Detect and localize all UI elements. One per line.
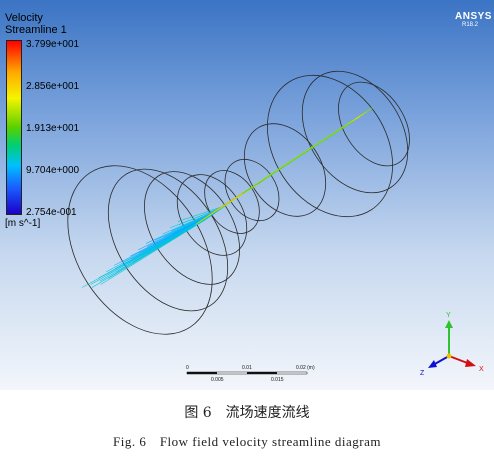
streamline bbox=[91, 219, 205, 288]
figure-caption-english: Fig. 6 Flow field velocity streamline di… bbox=[112, 434, 381, 449]
scale-label-0005: 0.005 bbox=[211, 377, 224, 383]
streamline bbox=[162, 207, 223, 235]
wireframe-ring-right-2 bbox=[301, 70, 409, 194]
triad-x-label: X bbox=[479, 366, 484, 373]
wireframe-ring-throat-3 bbox=[224, 158, 280, 222]
streamline bbox=[106, 216, 210, 273]
figure-caption-chinese: 图 6 流场速度流线 bbox=[184, 405, 310, 421]
ansys-logo: ANSYS bbox=[455, 11, 492, 22]
legend-unit: [m s^-1] bbox=[5, 218, 41, 229]
streamline bbox=[145, 210, 219, 244]
triad-y-label: Y bbox=[446, 312, 451, 319]
wireframe-ring-right-3 bbox=[338, 81, 410, 167]
wireframe-ring-right-1 bbox=[266, 74, 394, 218]
wireframe-ring-left-3 bbox=[144, 171, 240, 285]
ansys-version: R18.2 bbox=[462, 22, 479, 28]
legend-value-min: 2.754e-001 bbox=[26, 207, 77, 218]
scale-bar: 0 0.01 0.02 (m) 0.005 0.015 bbox=[186, 365, 315, 383]
streamline bbox=[81, 220, 204, 288]
streamline bbox=[195, 187, 253, 225]
legend-value-2: 2.856e+001 bbox=[26, 81, 80, 92]
legend-value-3: 1.913e+001 bbox=[26, 123, 80, 134]
scale-label-0015: 0.015 bbox=[271, 377, 284, 383]
streamline bbox=[242, 123, 350, 195]
streamline-scene: 0 0.01 0.02 (m) 0.005 0.015 Y X Z bbox=[67, 70, 484, 383]
streamline bbox=[130, 212, 215, 257]
streamline bbox=[170, 206, 225, 229]
scale-label-002: 0.02 (m) bbox=[296, 365, 315, 371]
wireframe-ring-throat-2 bbox=[204, 170, 260, 234]
streamline bbox=[113, 215, 212, 266]
cfd-viewport: 0 0.01 0.02 (m) 0.005 0.015 Y X Z Veloci… bbox=[0, 0, 494, 390]
legend-title: Velocity bbox=[5, 12, 43, 24]
scale-label-001: 0.01 bbox=[242, 365, 252, 371]
wireframe-outer-ring-left bbox=[67, 165, 213, 335]
legend-color-bar bbox=[6, 40, 22, 215]
wireframe-ring-mid bbox=[243, 123, 327, 217]
legend-value-4: 9.704e+000 bbox=[26, 165, 80, 176]
axes-triad: Y X Z bbox=[420, 312, 484, 377]
geometry-wireframe bbox=[67, 70, 410, 335]
legend-subtitle: Streamline 1 bbox=[5, 24, 67, 36]
streamline bbox=[138, 211, 217, 251]
scale-label-0: 0 bbox=[186, 365, 189, 371]
triad-z-label: Z bbox=[420, 370, 425, 377]
velocity-streamlines bbox=[81, 106, 374, 288]
legend-value-max: 3.799e+001 bbox=[26, 39, 80, 50]
streamline bbox=[177, 204, 227, 222]
